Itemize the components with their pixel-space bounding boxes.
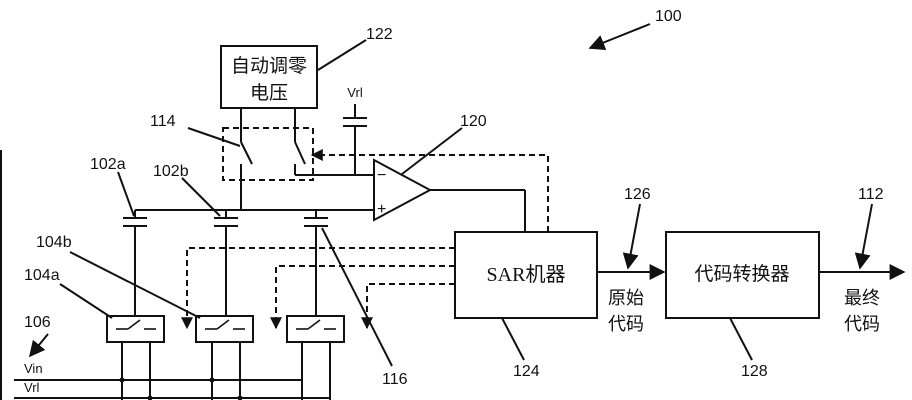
ref-106: 106 xyxy=(24,314,51,331)
auto-zero-switch-left xyxy=(240,141,253,165)
vin-label: Vin xyxy=(24,361,43,376)
code-converter-block xyxy=(665,231,820,319)
auto-zero-block xyxy=(220,45,318,109)
comparator-minus: − xyxy=(377,167,386,184)
sar-label: SAR机器 xyxy=(487,263,566,286)
ref-104b: 104b xyxy=(36,234,72,251)
raw-code-label-2: 代码 xyxy=(608,314,644,335)
sar-block xyxy=(454,231,598,319)
ref-126: 126 xyxy=(624,186,651,203)
comparator-plus: + xyxy=(377,201,386,218)
vrl-label: Vrl xyxy=(24,380,40,395)
comparator xyxy=(373,158,433,222)
ref-120: 120 xyxy=(460,113,487,130)
final-code-label-1: 最终 xyxy=(844,288,880,309)
ref-102a: 102a xyxy=(90,156,126,173)
ref-100: 100 xyxy=(655,8,682,25)
raw-code-label-1: 原始 xyxy=(608,288,644,309)
final-code-label-2: 代码 xyxy=(844,314,880,335)
ref-124: 124 xyxy=(513,363,540,380)
ref-112: 112 xyxy=(858,186,884,203)
code-converter-label: 代码转换器 xyxy=(694,263,789,285)
ref-122: 122 xyxy=(366,26,393,43)
ref-114: 114 xyxy=(150,113,176,130)
ref-128: 128 xyxy=(741,363,768,380)
auto-zero-switch-right xyxy=(294,141,306,165)
ref-116: 116 xyxy=(382,371,408,388)
ref-104a: 104a xyxy=(24,267,60,284)
auto-zero-label-1: 自动调零 xyxy=(231,55,307,77)
vrl-top-label: Vrl xyxy=(347,85,363,100)
auto-zero-label-2: 电压 xyxy=(250,82,288,104)
ref-102b: 102b xyxy=(153,163,189,180)
